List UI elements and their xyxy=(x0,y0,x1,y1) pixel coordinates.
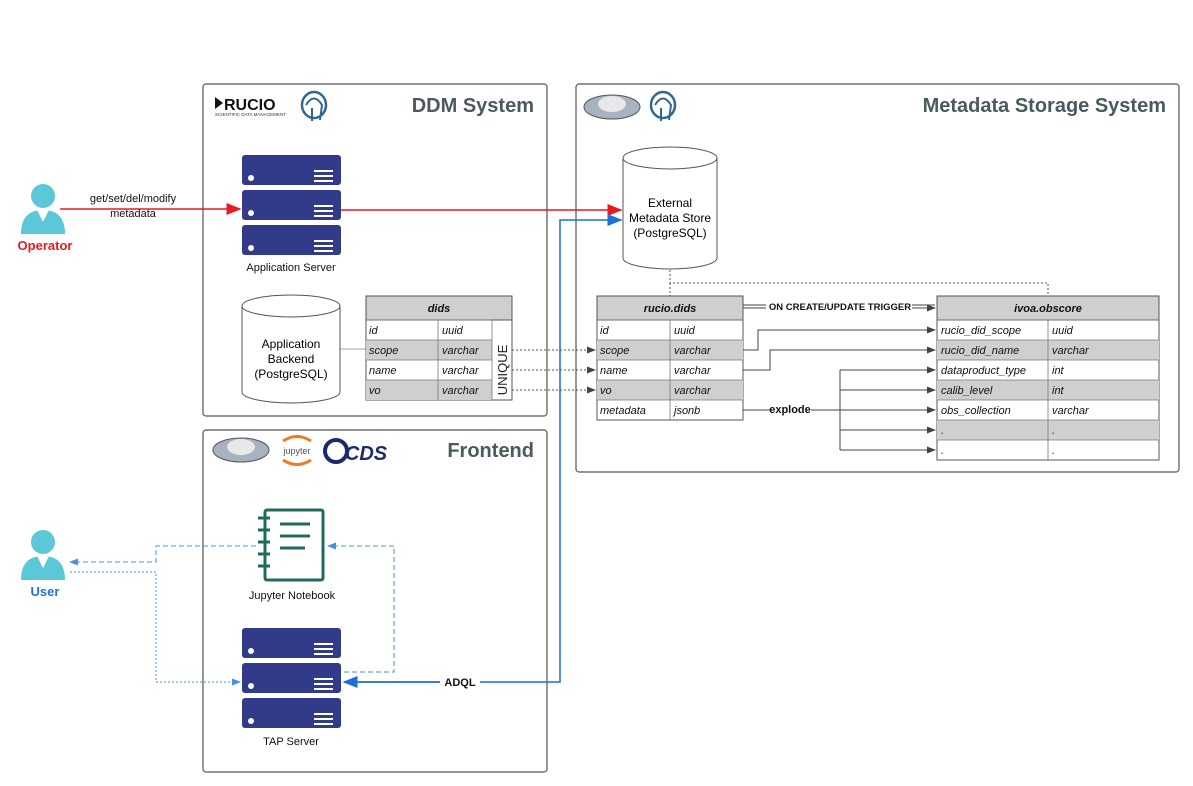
dids-unique-label: UNIQUE xyxy=(495,344,510,395)
frontend-title: Frontend xyxy=(447,440,534,462)
dids-table xyxy=(365,295,513,401)
jupyter-notebook-icon xyxy=(258,508,325,582)
rucio-dids-title: rucio.dids xyxy=(644,303,697,315)
tap-server-label: TAP Server xyxy=(263,736,319,748)
store-label-1: External xyxy=(648,196,692,210)
metadata-system-title: Metadata Storage System xyxy=(923,95,1166,117)
user-to-tap-arrow xyxy=(70,571,241,686)
operator-icon xyxy=(21,184,65,234)
postgresql-elephant-icon xyxy=(300,90,328,121)
trigger-label: ON CREATE/UPDATE TRIGGER xyxy=(769,302,911,313)
store-to-tables-dotted xyxy=(669,270,1049,296)
postgresql-elephant-icon-2 xyxy=(649,90,677,121)
dids-col-1: scope xyxy=(369,345,398,357)
explode-label: explode xyxy=(769,404,811,416)
dids-type-0: uuid xyxy=(442,325,464,337)
obscore-type-1: varchar xyxy=(1052,345,1090,357)
rucio-dids-type-0: uuid xyxy=(674,325,696,337)
ivoa-logo-icon-2 xyxy=(212,437,270,463)
notebook-to-user-arrow xyxy=(69,545,256,566)
rucio-dids-type-3: varchar xyxy=(674,385,712,397)
obscore-col-2: dataproduct_type xyxy=(941,365,1026,377)
obscore-col-6: . xyxy=(941,445,944,457)
frontend-box xyxy=(202,429,548,773)
cds-logo-icon: CDS xyxy=(323,438,388,465)
jupyter-notebook-label: Jupyter Notebook xyxy=(249,590,336,602)
scope-map-arrow xyxy=(743,326,936,351)
rucio-dids-col-2: name xyxy=(600,365,628,377)
obscore-type-2: int xyxy=(1052,365,1065,377)
operator-action-label-1: get/set/del/modify xyxy=(90,193,177,205)
obscore-col-0: rucio_did_scope xyxy=(941,325,1021,337)
obscore-type-5: . xyxy=(1052,425,1055,437)
store-label-2: Metadata Store xyxy=(629,211,711,225)
obscore-col-3: calib_level xyxy=(941,385,993,397)
metadata-system-box xyxy=(575,83,1180,473)
obscore-col-5: . xyxy=(941,425,944,437)
dids-type-1: varchar xyxy=(442,345,480,357)
rucio-dids-table xyxy=(596,295,744,421)
tap-to-notebook-arrow xyxy=(327,542,395,673)
rucio-dids-type-4: jsonb xyxy=(672,405,700,417)
svg-text:RUCIO: RUCIO xyxy=(224,97,276,114)
rucio-dids-col-1: scope xyxy=(600,345,629,357)
jupyter-logo-icon: jupyter xyxy=(282,435,312,466)
dids-table-title: dids xyxy=(428,303,451,315)
svg-text:SCIENTIFIC DATA MANAGEMENT: SCIENTIFIC DATA MANAGEMENT xyxy=(215,112,286,117)
rucio-logo: RUCIO SCIENTIFIC DATA MANAGEMENT xyxy=(215,97,286,117)
external-metadata-store-db xyxy=(622,146,718,270)
rucio-dids-type-2: varchar xyxy=(674,365,712,377)
rucio-dids-col-3: vo xyxy=(600,385,612,397)
dids-col-3: vo xyxy=(369,385,381,397)
application-backend-db xyxy=(241,294,341,404)
obscore-type-3: int xyxy=(1052,385,1065,397)
store-label-3: (PostgreSQL) xyxy=(633,226,706,240)
application-server-label: Application Server xyxy=(246,262,336,274)
user-icon xyxy=(21,530,65,580)
rucio-dids-col-4: metadata xyxy=(600,405,646,417)
obscore-type-0: uuid xyxy=(1052,325,1074,337)
dids-type-2: varchar xyxy=(442,365,480,377)
backend-label-3: (PostgreSQL) xyxy=(254,367,327,381)
obscore-type-4: varchar xyxy=(1052,405,1090,417)
dids-col-0: id xyxy=(369,325,378,337)
tap-server-icon xyxy=(242,628,341,728)
dids-col-2: name xyxy=(369,365,397,377)
svg-text:jupyter: jupyter xyxy=(282,446,310,456)
obscore-col-4: obs_collection xyxy=(941,405,1011,417)
application-server-icon xyxy=(242,155,341,255)
operator-label: Operator xyxy=(18,238,73,253)
obscore-type-6: . xyxy=(1052,445,1055,457)
ivoa-logo-icon xyxy=(583,94,641,120)
obscore-title: ivoa.obscore xyxy=(1014,303,1082,315)
operator-action-label-2: metadata xyxy=(110,208,157,220)
ddm-system-box xyxy=(202,83,548,417)
obscore-table xyxy=(936,295,1160,461)
svg-text:CDS: CDS xyxy=(345,443,388,465)
backend-label-1: Application xyxy=(262,337,321,351)
rucio-dids-type-1: varchar xyxy=(674,345,712,357)
ddm-system-title: DDM System xyxy=(412,95,534,117)
name-map-arrow xyxy=(743,346,936,371)
rucio-dids-col-0: id xyxy=(600,325,609,337)
backend-label-2: Backend xyxy=(268,352,315,366)
obscore-col-1: rucio_did_name xyxy=(941,345,1019,357)
adql-label: ADQL xyxy=(444,677,475,689)
dids-type-3: varchar xyxy=(442,385,480,397)
user-label: User xyxy=(31,584,60,599)
